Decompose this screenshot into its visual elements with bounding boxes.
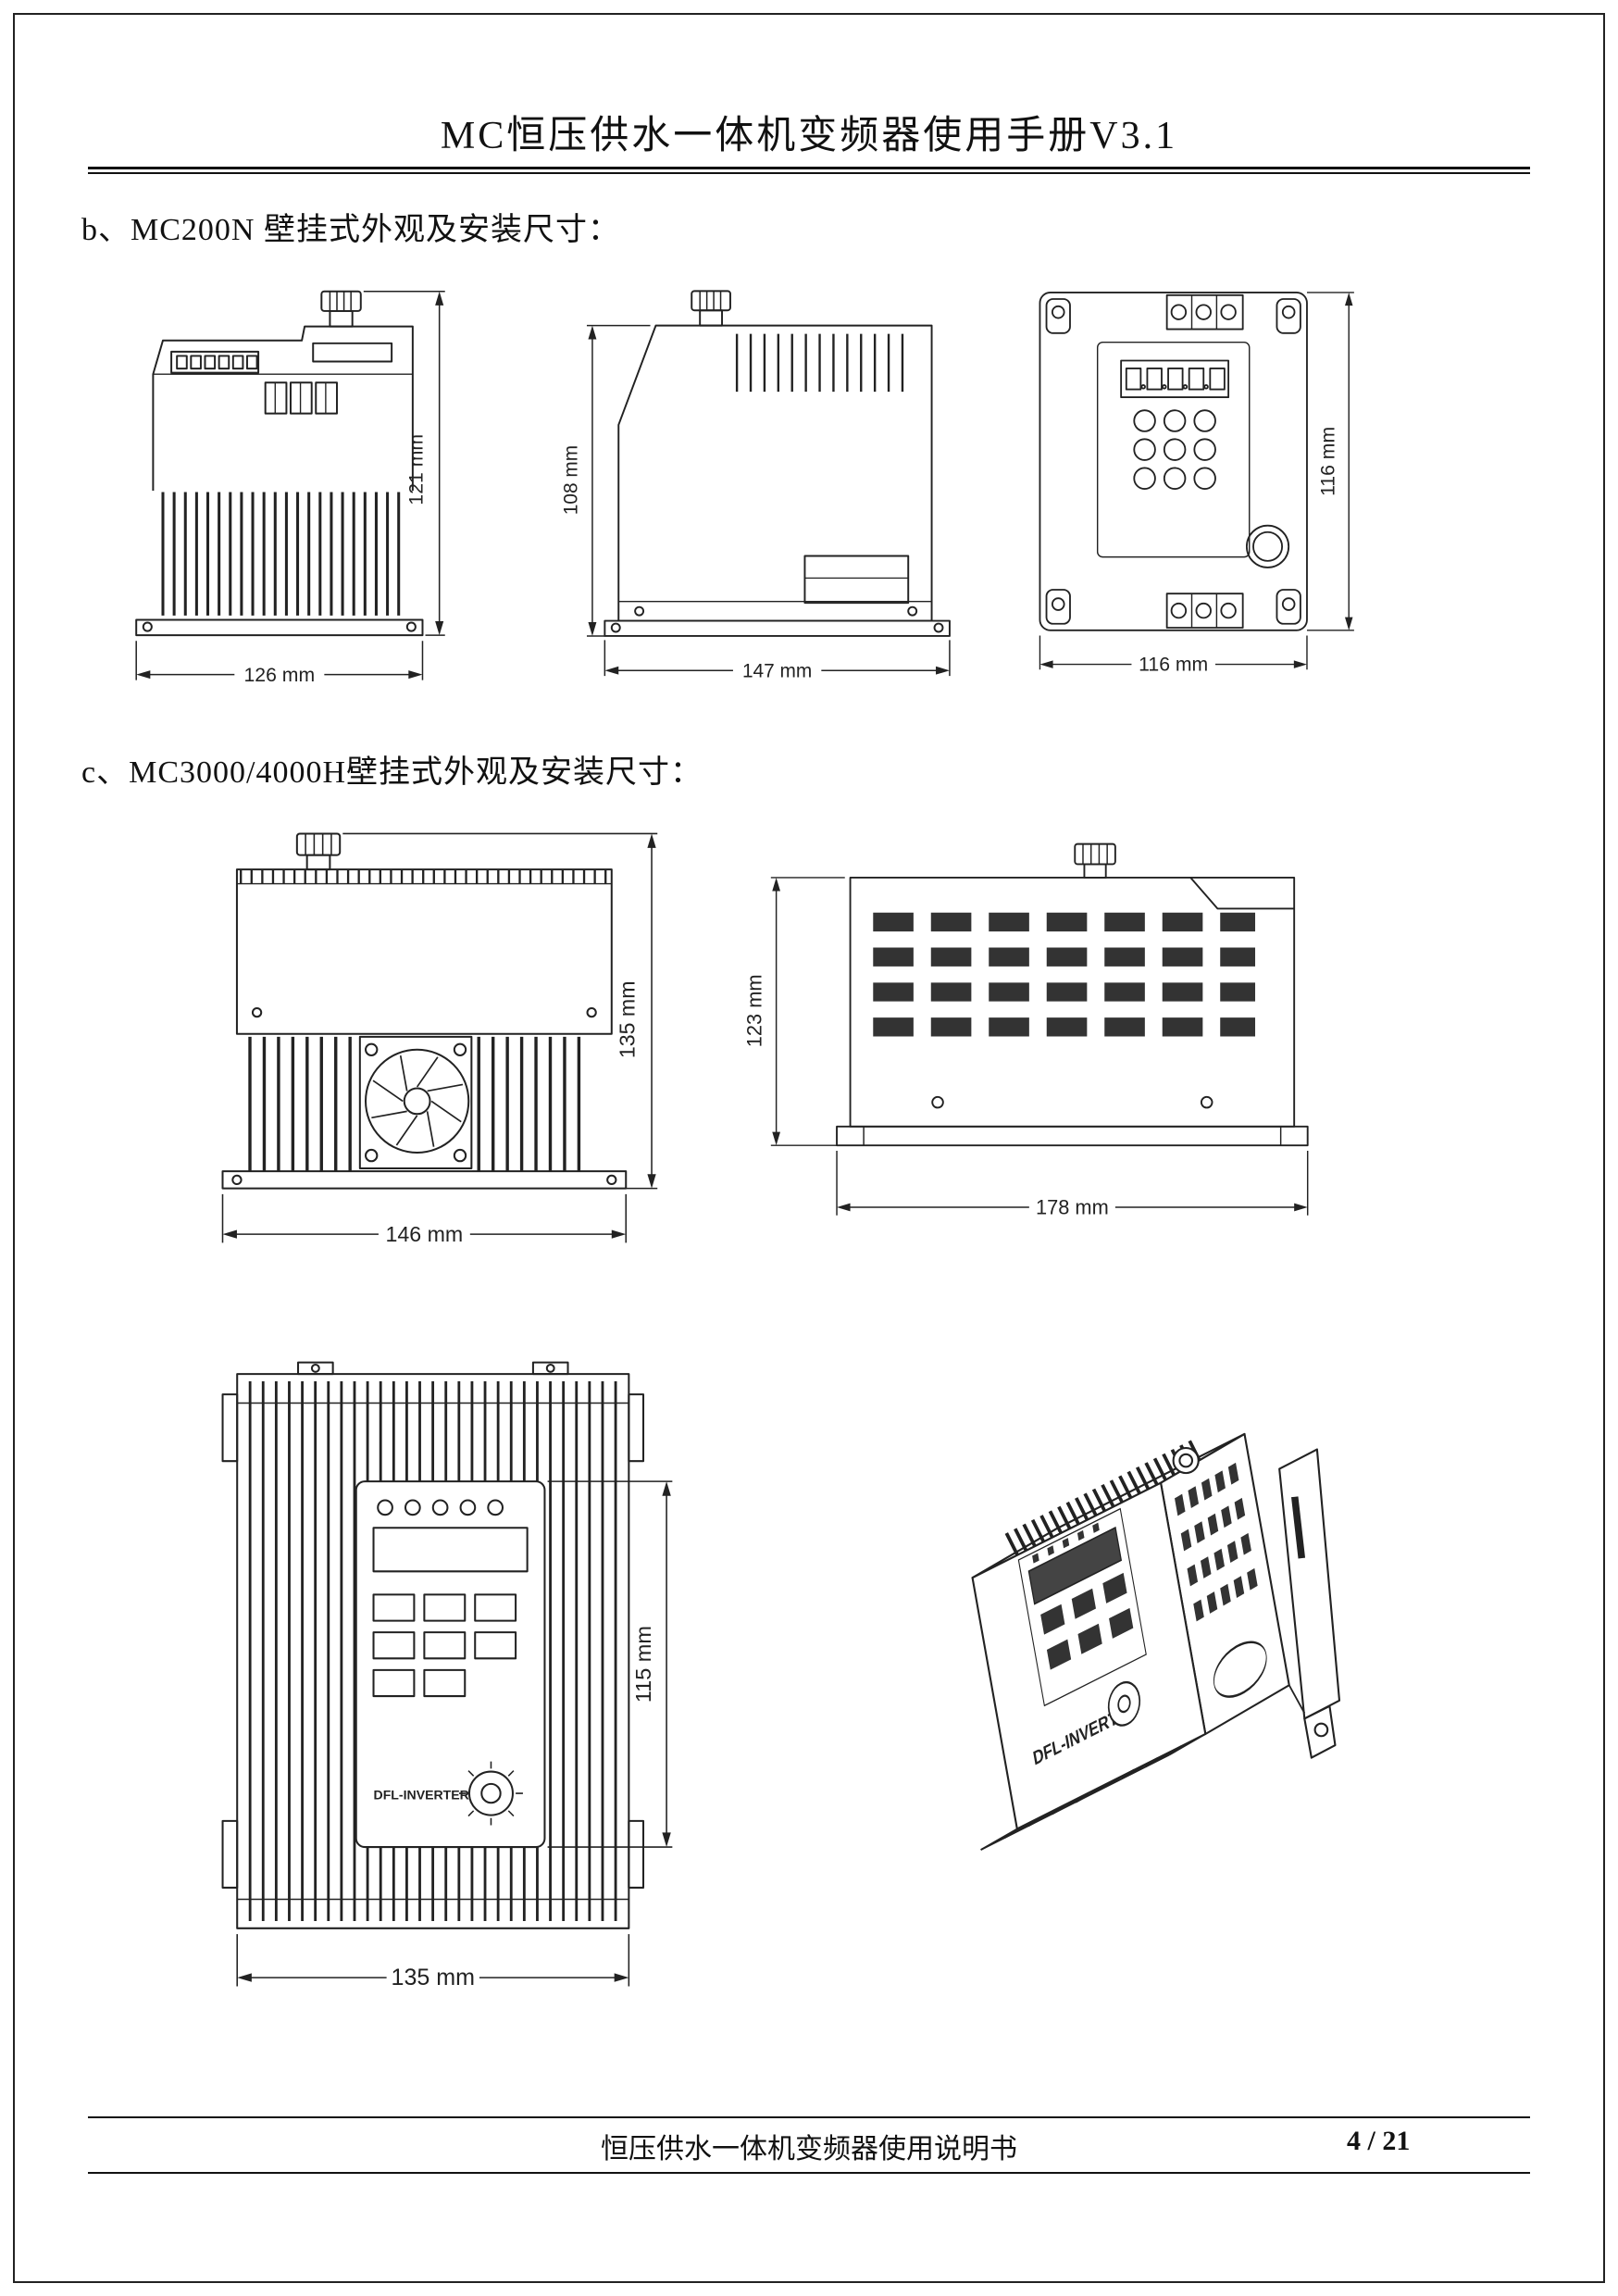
dimension-label: 115 mm xyxy=(631,1626,655,1703)
display xyxy=(372,1527,529,1573)
header-divider xyxy=(88,167,1530,174)
page-border xyxy=(13,13,1605,2283)
dimension-label: 135 mm xyxy=(392,1965,476,1990)
page-header-title: MC恒压供水一体机变频器使用手册V3.1 xyxy=(440,115,1178,157)
nameplate xyxy=(312,342,393,363)
side-vents xyxy=(1175,1461,1267,1698)
enclosure-body xyxy=(236,1373,630,1929)
section-b-heading: b、MC200N 壁挂式外观及安装尺寸： xyxy=(81,213,620,247)
top-terminal-block xyxy=(1165,293,1244,331)
dimension-label: 121 mm xyxy=(405,434,427,505)
display xyxy=(1027,1526,1123,1605)
bottom-terminal-block xyxy=(1165,593,1244,629)
dimension-label: 135 mm xyxy=(616,980,640,1058)
dimension-label: 116 mm xyxy=(1318,427,1339,496)
dimension-label: 126 mm xyxy=(244,665,316,686)
height-dimension xyxy=(342,832,658,1190)
knob-icon xyxy=(1107,1681,1141,1727)
mounting-base xyxy=(604,619,951,637)
page-number: 4 / 21 xyxy=(1347,2126,1411,2156)
mc3000-panel-view-drawing: DFL-INVERTER 115 mm 135 mm xyxy=(221,1361,673,1990)
mounting-bracket xyxy=(1278,1448,1341,1759)
brand-label: DFL-INVERTER xyxy=(374,1787,469,1802)
mc3000-side-view-drawing: 123 mm 178 mm xyxy=(743,842,1309,1218)
dimension-label: 178 mm xyxy=(1036,1195,1109,1218)
height-dimension xyxy=(586,324,651,637)
mc200n-side-view-drawing: 108 mm 147 mm xyxy=(561,290,951,682)
height-dimension xyxy=(1306,292,1354,631)
mounting-base xyxy=(836,1125,1309,1147)
keypad xyxy=(372,1593,517,1698)
cooling-fan-icon xyxy=(358,1035,473,1170)
enclosure-body xyxy=(235,868,613,1035)
cable-gland-icon xyxy=(1172,1446,1200,1475)
corner-flap xyxy=(1189,877,1295,910)
louver-vents xyxy=(873,912,1256,1037)
height-dimension xyxy=(770,877,845,1146)
cover-plate xyxy=(803,555,910,605)
power-connectors xyxy=(264,381,338,415)
cable-gland-icon xyxy=(320,290,362,328)
knob-icon xyxy=(458,1761,523,1826)
dimension-label: 116 mm xyxy=(1139,655,1208,676)
mc200n-back-view-drawing: 116 mm 116 mm xyxy=(1039,292,1354,676)
cable-gland-icon xyxy=(1074,842,1116,879)
cable-gland-icon xyxy=(295,832,342,871)
footer-divider-top xyxy=(88,2116,1530,2118)
mounting-holes xyxy=(1045,298,1301,625)
mounting-base xyxy=(135,618,424,637)
footer-divider-bottom xyxy=(88,2172,1530,2174)
height-dimension xyxy=(547,1480,673,1848)
dimension-label: 108 mm xyxy=(561,445,582,515)
cable-gland-icon xyxy=(691,290,731,327)
mounting-base xyxy=(221,1170,628,1190)
mc3000-front-view-drawing: 135 mm 146 mm xyxy=(221,832,658,1246)
mc3000-isometric-view-drawing: DFL-INVERTER xyxy=(971,1432,1341,1851)
control-panel xyxy=(355,1480,546,1849)
terminal-strip xyxy=(170,350,260,374)
gland-hole xyxy=(1245,524,1290,568)
mc200n-front-view-drawing: 121 mm 126 mm xyxy=(135,290,445,686)
enclosure-body xyxy=(617,324,933,622)
dimension-label: 146 mm xyxy=(386,1222,464,1246)
footer-title: 恒压供水一体机变频器使用说明书 xyxy=(601,2134,1017,2165)
dimension-label: 123 mm xyxy=(743,974,766,1047)
heatsink-fins xyxy=(980,1684,1306,1851)
section-c-heading: c、MC3000/4000H壁挂式外观及安装尺寸： xyxy=(81,755,703,790)
dimension-label: 147 mm xyxy=(742,661,812,682)
mounting-plate xyxy=(1039,292,1308,631)
height-dimension xyxy=(363,290,445,636)
keypad xyxy=(1120,359,1230,491)
